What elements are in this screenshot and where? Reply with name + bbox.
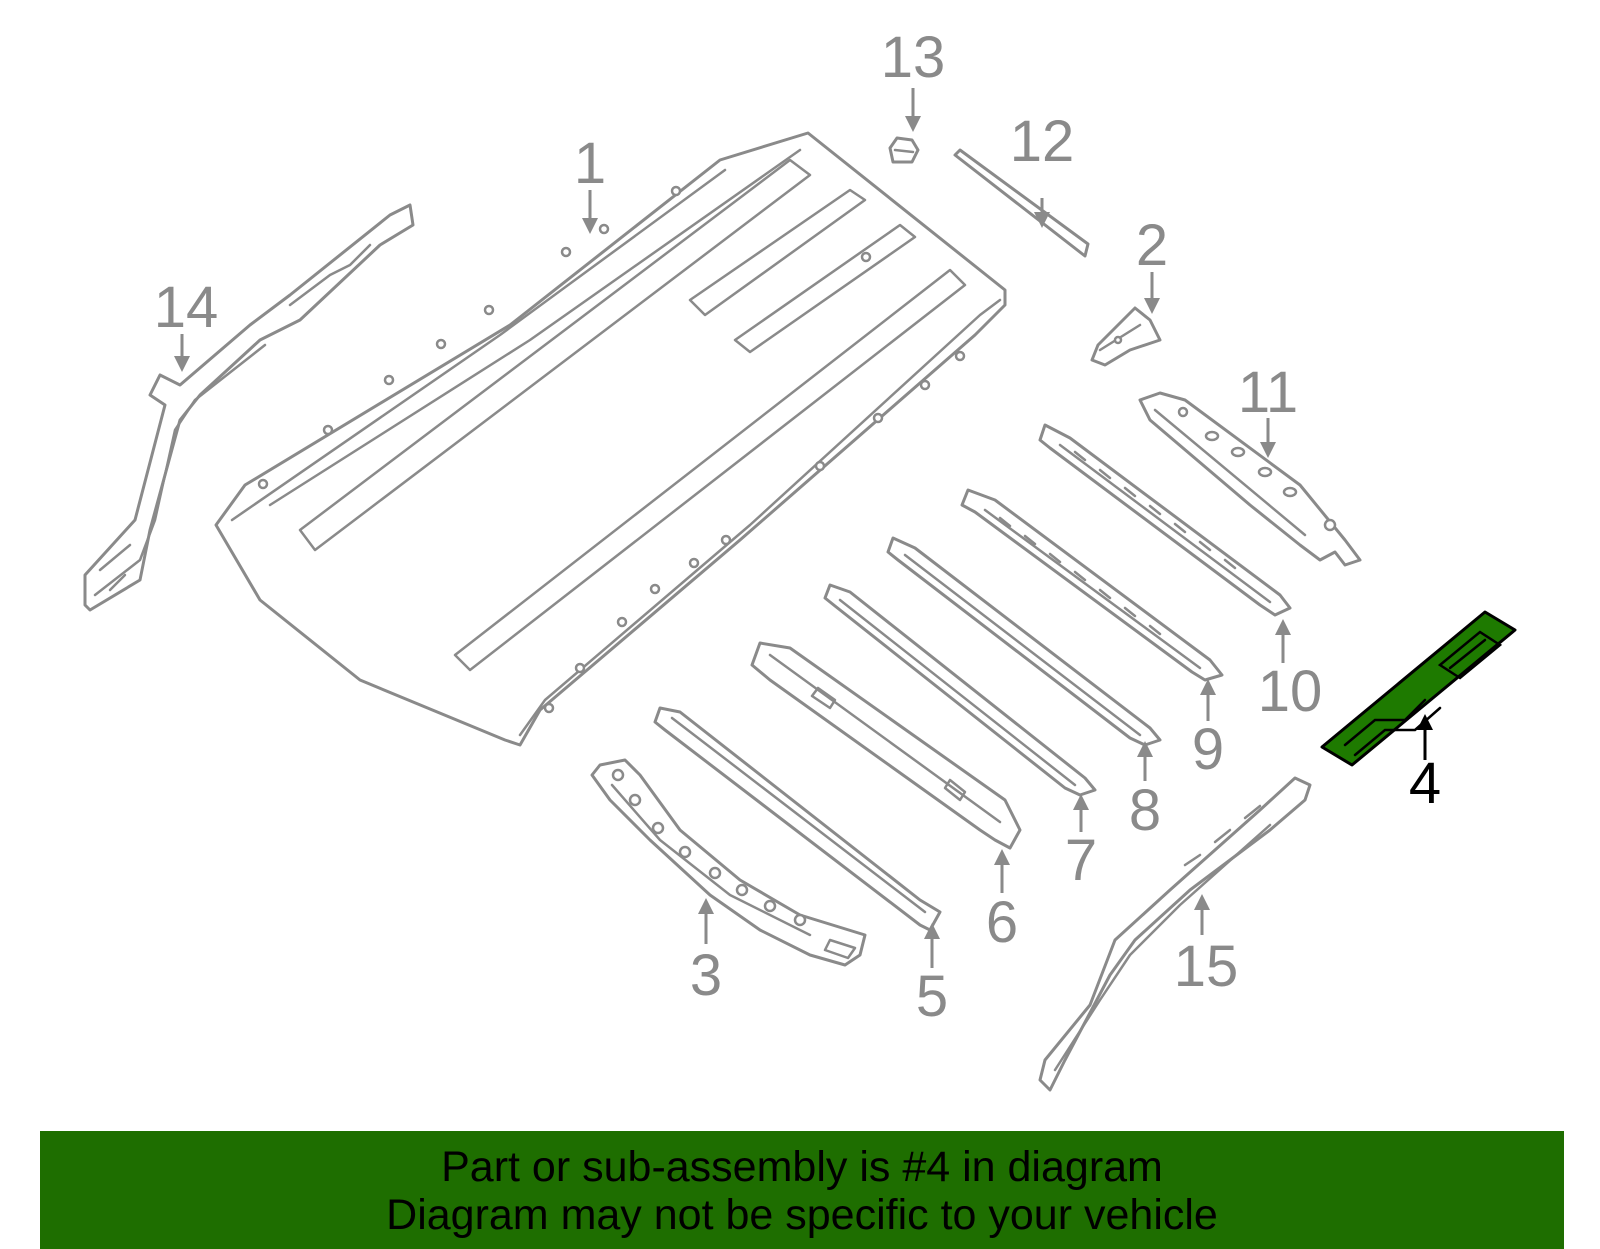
callout-arrows (174, 88, 1433, 968)
info-banner: Part or sub-assembly is #4 in diagram Di… (40, 1131, 1564, 1249)
callout-14: 14 (154, 275, 219, 340)
part-9-bow (960, 488, 1224, 682)
callout-11: 11 (1238, 360, 1298, 425)
part-6-bow (750, 641, 1022, 850)
part-8-bow (886, 536, 1162, 747)
callout-8: 8 (1129, 778, 1161, 843)
callout-12: 12 (1010, 109, 1075, 174)
callout-6: 6 (986, 890, 1018, 955)
callout-10: 10 (1258, 659, 1323, 724)
part-5-bow (653, 706, 942, 932)
callout-13: 13 (881, 25, 946, 90)
part-4-highlighted-reinforcement (1320, 610, 1517, 767)
part-7-bow (823, 583, 1097, 797)
callout-2: 2 (1136, 213, 1168, 278)
part-14-left-side-rail (83, 203, 415, 612)
part-10-bow (1038, 423, 1292, 617)
part-1-roof-panel (214, 131, 1007, 747)
banner-line-1: Part or sub-assembly is #4 in diagram (441, 1143, 1163, 1191)
banner-line-2: Diagram may not be specific to your vehi… (386, 1191, 1218, 1239)
callout-4: 4 (1409, 751, 1441, 816)
callout-9: 9 (1192, 717, 1224, 782)
callout-15: 15 (1174, 934, 1239, 999)
callout-3: 3 (690, 943, 722, 1008)
callout-labels: 1 2 3 4 5 6 7 8 9 10 11 12 13 14 15 (154, 25, 1441, 1029)
callout-5: 5 (916, 964, 948, 1029)
part-13-clip (888, 136, 920, 164)
callout-1: 1 (574, 131, 606, 196)
part-2-bracket (1090, 306, 1162, 367)
callout-7: 7 (1065, 828, 1097, 893)
part-11-rear-bow (1138, 391, 1362, 567)
part-3-front-header (590, 758, 867, 967)
part-15-right-side-rail (1038, 776, 1312, 1092)
